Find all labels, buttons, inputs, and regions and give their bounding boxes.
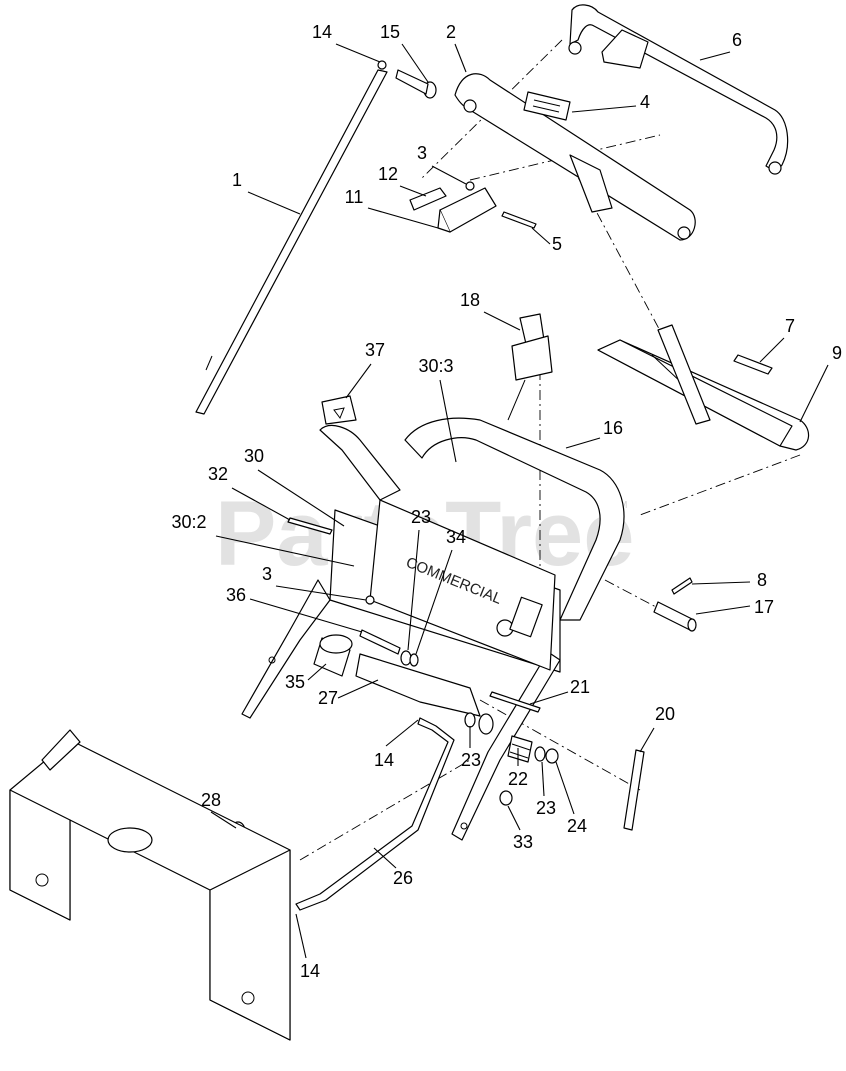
callout-c-30: 30 — [244, 446, 264, 466]
callout-c-3b: 3 — [262, 564, 272, 584]
part-20-rod — [623, 749, 645, 831]
part-15-bushing — [395, 69, 437, 99]
callout-c-11: 11 — [345, 187, 364, 207]
callout-c-23b: 23 — [461, 750, 481, 770]
callout-c-24: 24 — [567, 816, 587, 836]
callout-c-21: 21 — [570, 677, 590, 697]
callout-c-28: 28 — [201, 790, 221, 810]
part-36-bolt — [359, 629, 401, 655]
callout-c-23c: 23 — [536, 798, 556, 818]
part-4-decal — [523, 91, 571, 121]
callout-c-5: 5 — [552, 234, 562, 254]
callout-c-37: 37 — [365, 340, 385, 360]
callout-c-17: 17 — [754, 597, 774, 617]
callout-c-30-3: 30:3 — [418, 356, 453, 376]
part-23-washer-mid — [464, 712, 494, 735]
part-35-spacer — [313, 634, 353, 677]
part-12-pad — [409, 187, 447, 211]
dash-panel: COMMERCIAL — [369, 499, 556, 671]
callout-c-23a: 23 — [411, 507, 431, 527]
callout-c-16: 16 — [603, 418, 623, 438]
part-17-pin — [653, 601, 697, 632]
callout-c-15: 15 — [380, 22, 400, 42]
part-1-rod — [195, 60, 388, 415]
callout-c-36: 36 — [226, 585, 246, 605]
part-7-decal — [733, 354, 773, 375]
callout-c-8: 8 — [757, 570, 767, 590]
part-23-washer-upper — [400, 650, 412, 666]
part-23-washer-lower — [534, 746, 546, 762]
callout-c-33: 33 — [513, 832, 533, 852]
part-34-washer — [409, 653, 419, 667]
callout-c-32: 32 — [208, 464, 228, 484]
part-21-clip — [489, 691, 541, 713]
part-11-bracket — [437, 187, 497, 233]
callout-c-26: 26 — [393, 868, 413, 888]
callout-c-1: 1 — [232, 170, 242, 190]
callout-c-27: 27 — [318, 688, 338, 708]
callout-c-9: 9 — [832, 343, 842, 363]
callout-c-3a: 3 — [417, 143, 427, 163]
part-3-nut-upper — [465, 181, 475, 191]
callout-c-14a: 14 — [312, 22, 332, 42]
callout-c-2: 2 — [446, 22, 456, 42]
part-9-bar — [597, 324, 810, 451]
callout-c-14b: 14 — [374, 750, 394, 770]
part-18-lever — [507, 313, 553, 421]
callout-c-7: 7 — [785, 316, 795, 336]
callout-c-14c: 14 — [300, 961, 320, 981]
part-24-nut — [545, 748, 559, 764]
part-8-clip — [671, 577, 693, 595]
part-27-link — [355, 653, 481, 717]
callout-c-34: 34 — [446, 527, 466, 547]
part-22-spring — [507, 735, 533, 763]
part-32-pin — [287, 517, 333, 535]
part-37-decal — [321, 395, 357, 425]
mounting-frame — [9, 729, 291, 1041]
callout-c-6: 6 — [732, 30, 742, 50]
part-2-control-bail — [454, 73, 696, 241]
callout-c-18: 18 — [460, 290, 480, 310]
callout-c-20: 20 — [655, 704, 675, 724]
callout-c-22: 22 — [508, 769, 528, 789]
part-26-control-rod — [295, 717, 455, 911]
leader-lines — [210, 43, 829, 959]
part-3-nut-lower — [365, 595, 375, 605]
part-6-grip-bar — [568, 4, 789, 175]
callout-c-12: 12 — [378, 164, 398, 184]
callout-c-30-2: 30:2 — [171, 512, 206, 532]
part-33-nut — [499, 790, 513, 806]
callout-c-35: 35 — [285, 672, 305, 692]
callout-c-4: 4 — [640, 92, 650, 112]
part-5-bolt — [501, 211, 537, 229]
